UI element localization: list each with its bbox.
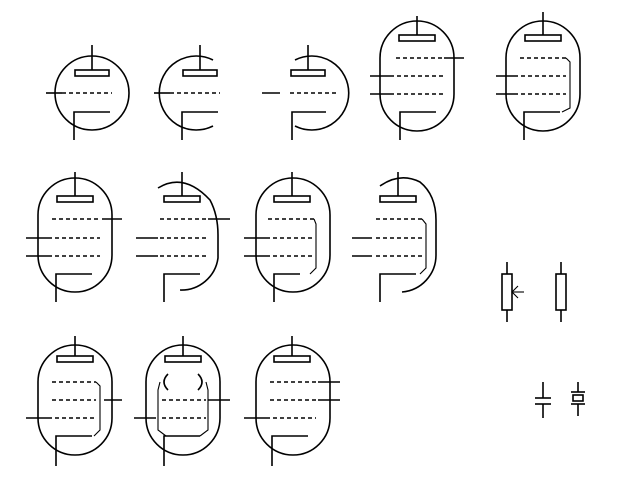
tube-triode-heater bbox=[154, 45, 220, 140]
tube-pentode-bracket bbox=[244, 172, 331, 302]
tube-beam-tetrode bbox=[26, 336, 122, 466]
capacitor bbox=[535, 382, 551, 418]
tube-beam-power bbox=[134, 336, 230, 466]
tube-pentode bbox=[496, 12, 581, 140]
tube-pentode-open bbox=[136, 172, 230, 302]
potentiometer bbox=[501, 262, 524, 322]
crystal bbox=[571, 382, 585, 416]
tube-triode bbox=[46, 45, 130, 140]
tube-pentode-side bbox=[26, 172, 122, 302]
tube-hexode bbox=[244, 336, 340, 466]
tube-pentode-bracket-open bbox=[352, 172, 437, 302]
tube-triode-open bbox=[262, 45, 350, 140]
resistor bbox=[555, 262, 567, 322]
tube-tetrode bbox=[370, 16, 464, 140]
